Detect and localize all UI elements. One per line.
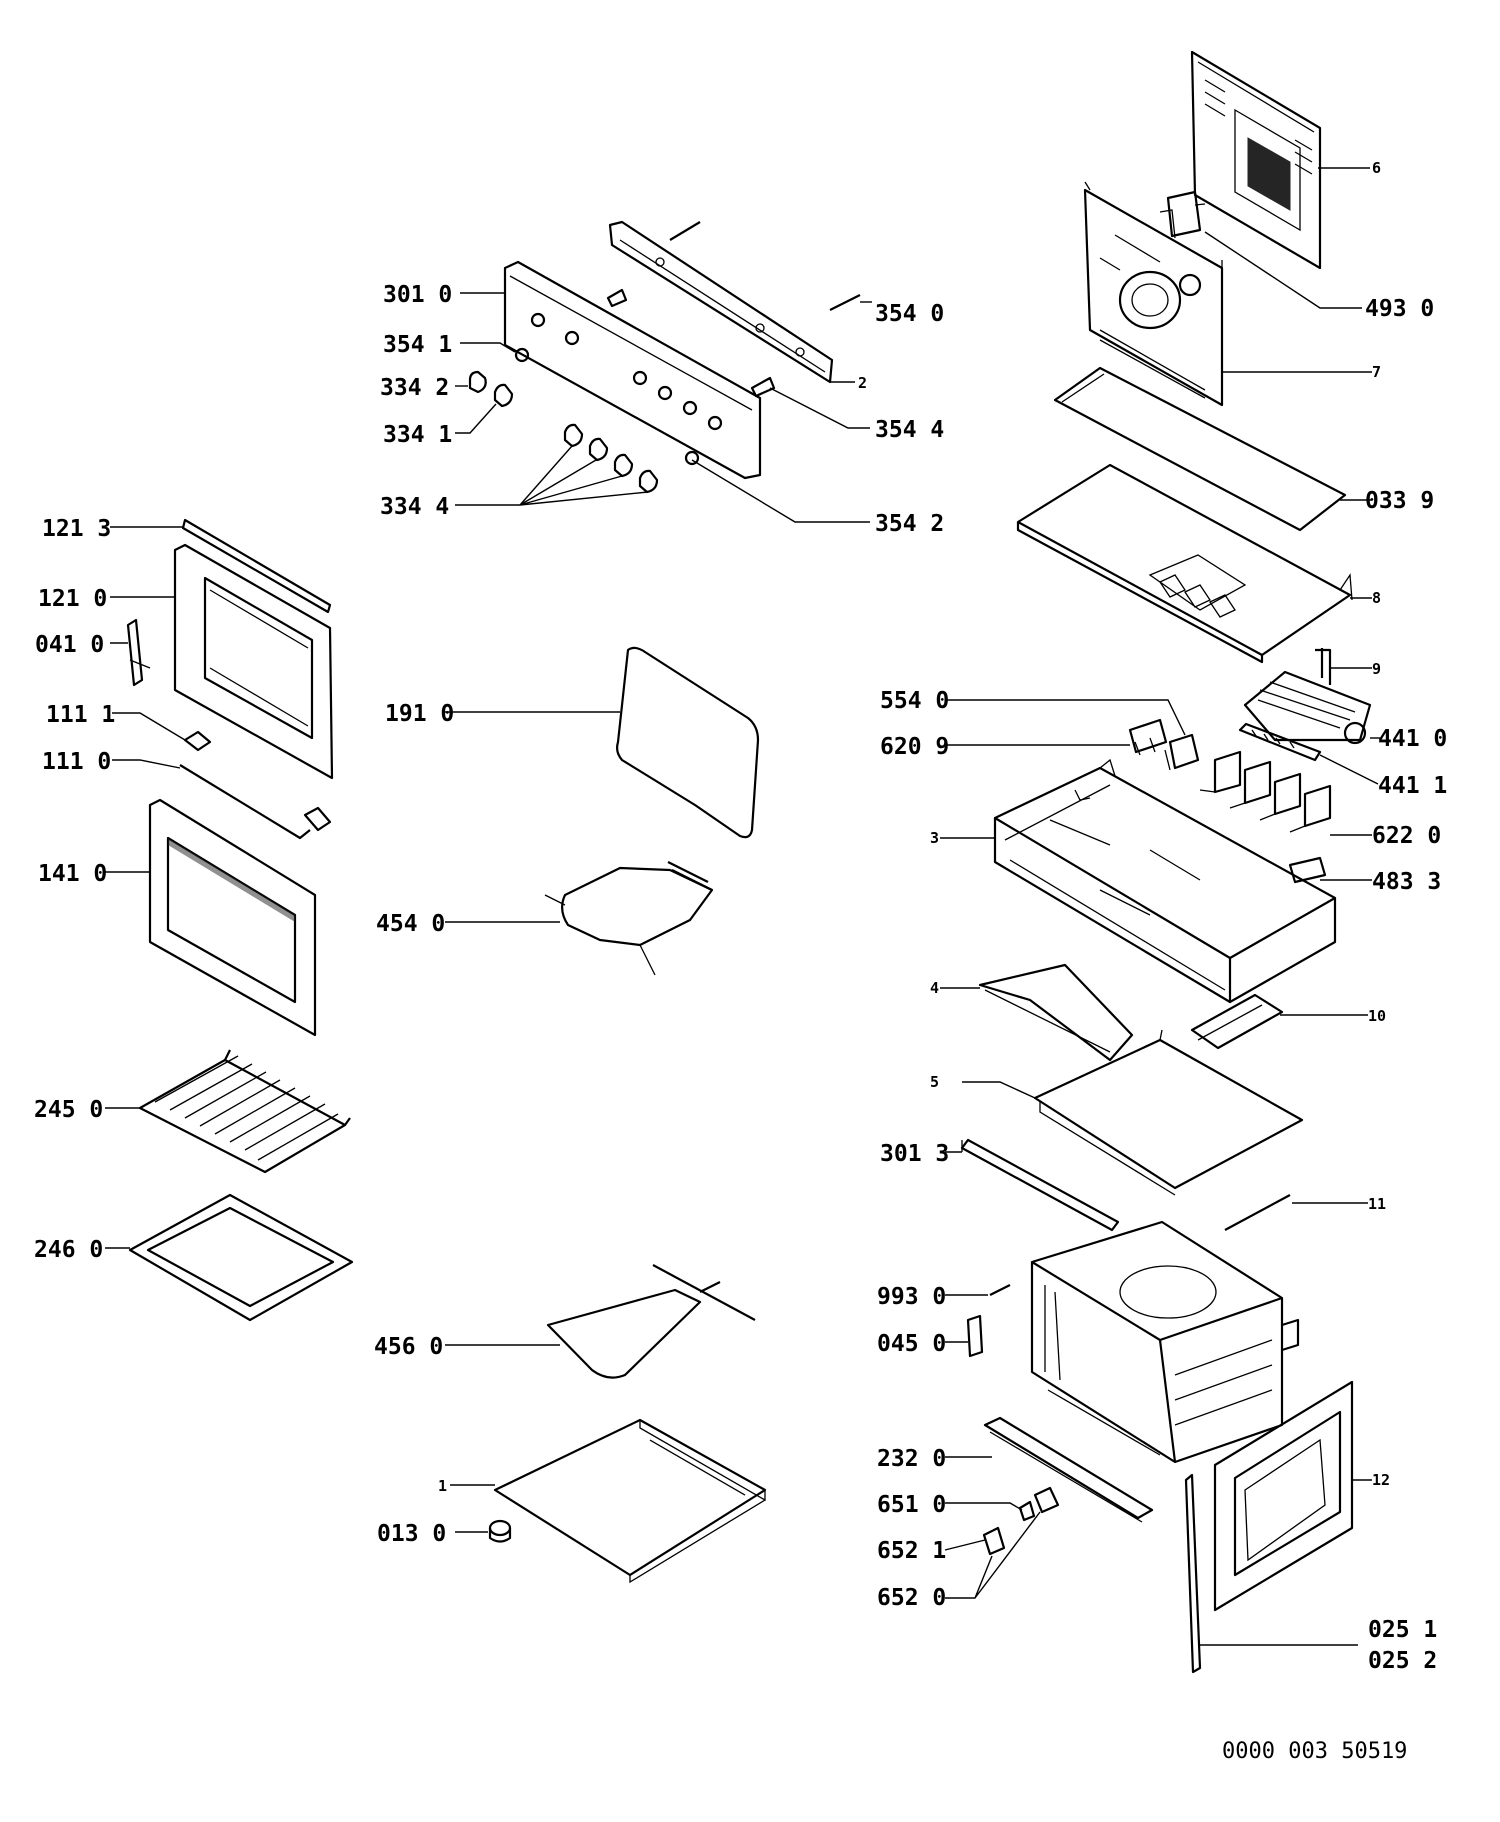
label-part-1910: 191 0 (385, 701, 454, 727)
label-part-0410: 041 0 (35, 632, 104, 658)
label-part-1410: 141 0 (38, 861, 107, 887)
label-part-12: 12 (1372, 1471, 1390, 1489)
label-part-6220: 622 0 (1372, 823, 1441, 849)
label-part-0339: 033 9 (1365, 488, 1434, 514)
back-frame-part-7 (1083, 181, 1372, 407)
screw-parts-354 (460, 221, 872, 523)
knob-parts-334 (455, 370, 659, 506)
handle-rod-part-1110 (112, 759, 332, 840)
label-part-3344: 334 4 (380, 494, 449, 520)
label-part-4: 4 (930, 979, 939, 997)
control-bracket-part-2 (608, 220, 855, 384)
oven-rack-part-2450 (105, 1049, 351, 1174)
hinge-part-0410 (110, 618, 151, 687)
top-cover-part-8 (1016, 463, 1372, 664)
door-seal-part-1910 (445, 646, 760, 839)
label-part-0251: 025 1 (1368, 1617, 1437, 1643)
label-part-3: 3 (930, 829, 939, 847)
rail-part-3013 (945, 1138, 1120, 1232)
label-part-2: 2 (858, 374, 867, 392)
label-part-6520: 652 0 (877, 1585, 946, 1611)
label-part-4930: 493 0 (1365, 296, 1434, 322)
door-part-1111 (112, 712, 212, 752)
thermostat-part-6209 (945, 718, 1168, 756)
bottom-element-part-4560 (445, 1264, 756, 1379)
cross-member-part-4 (940, 963, 1134, 1062)
document-number: 0000 003 50519 (1222, 1739, 1407, 1764)
label-part-3544: 354 4 (875, 417, 944, 443)
label-part-3010: 301 0 (383, 282, 452, 308)
label-part-3541: 354 1 (383, 332, 452, 358)
label-part-5: 5 (930, 1073, 939, 1091)
terminal-strip-part-4411 (1238, 722, 1379, 785)
label-part-1110: 111 0 (42, 749, 111, 775)
grill-element-part-4540 (445, 861, 714, 976)
cavity-top-plate-part-5 (962, 1029, 1304, 1196)
baking-tray-part-2460 (105, 1193, 354, 1322)
front-rail-part-2320 (945, 1416, 1154, 1523)
label-part-6510: 651 0 (877, 1492, 946, 1518)
control-tray-part-3 (940, 758, 1337, 1004)
side-strip-part-025 (1184, 1473, 1358, 1674)
rod-part-11 (1224, 1194, 1368, 1231)
side-panel-part-12 (1213, 1380, 1372, 1612)
oven-cavity (1030, 1220, 1300, 1464)
label-part-0130: 013 0 (377, 1521, 446, 1547)
label-part-1111: 111 1 (46, 702, 115, 728)
label-part-6: 6 (1372, 159, 1381, 177)
label-part-4410: 441 0 (1378, 726, 1447, 752)
rear-panel-part-6 (1190, 50, 1370, 270)
knob-parts-651-652 (944, 1486, 1060, 1599)
insulation-sheet-part-0339 (1053, 366, 1372, 532)
label-part-3013: 301 3 (880, 1141, 949, 1167)
bracket-part-9 (1315, 648, 1372, 685)
label-part-1213: 121 3 (42, 516, 111, 542)
label-part-6521: 652 1 (877, 1538, 946, 1564)
label-part-3542: 354 2 (875, 511, 944, 537)
bottom-plate-part-1 (450, 1418, 767, 1584)
plate-part-10 (1190, 993, 1368, 1050)
terminal-part-4833 (1288, 856, 1372, 884)
foot-part-0130 (455, 1519, 512, 1543)
label-part-4833: 483 3 (1372, 869, 1441, 895)
label-part-3342: 334 2 (380, 375, 449, 401)
label-part-6209: 620 9 (880, 734, 949, 760)
label-part-10: 10 (1368, 1007, 1386, 1025)
label-part-2460: 246 0 (34, 1237, 103, 1263)
switch-block-part-6220 (1199, 750, 1372, 836)
label-part-7: 7 (1372, 363, 1381, 381)
label-part-8: 8 (1372, 589, 1381, 607)
label-part-3341: 334 1 (383, 422, 452, 448)
label-part-9: 9 (1372, 660, 1381, 678)
outer-door-part-1410 (105, 798, 317, 1037)
label-part-4560: 456 0 (374, 1334, 443, 1360)
transformer-part-4930 (1159, 190, 1362, 309)
control-panel-part-3010 (460, 260, 762, 480)
part-labels: 6 493 0 7 033 9 8 9 441 0 441 1 622 0 48… (34, 159, 1447, 1674)
label-part-4540: 454 0 (376, 911, 445, 937)
label-part-2450: 245 0 (34, 1097, 103, 1123)
label-part-0450: 045 0 (877, 1331, 946, 1357)
label-part-2320: 232 0 (877, 1446, 946, 1472)
label-part-0252: 025 2 (1368, 1648, 1437, 1674)
label-part-11: 11 (1368, 1195, 1386, 1213)
door-strip-part-1213 (110, 518, 332, 614)
label-part-1: 1 (438, 1477, 447, 1495)
label-part-1210: 121 0 (38, 586, 107, 612)
hinge-part-0450 (945, 1314, 984, 1358)
screw-part-9930 (945, 1284, 1011, 1296)
label-part-4411: 441 1 (1378, 773, 1447, 799)
switch-part-5540 (945, 699, 1200, 771)
inner-door-part-1210 (110, 543, 334, 780)
label-part-3540: 354 0 (875, 301, 944, 327)
label-part-9930: 993 0 (877, 1284, 946, 1310)
label-part-5540: 554 0 (880, 688, 949, 714)
